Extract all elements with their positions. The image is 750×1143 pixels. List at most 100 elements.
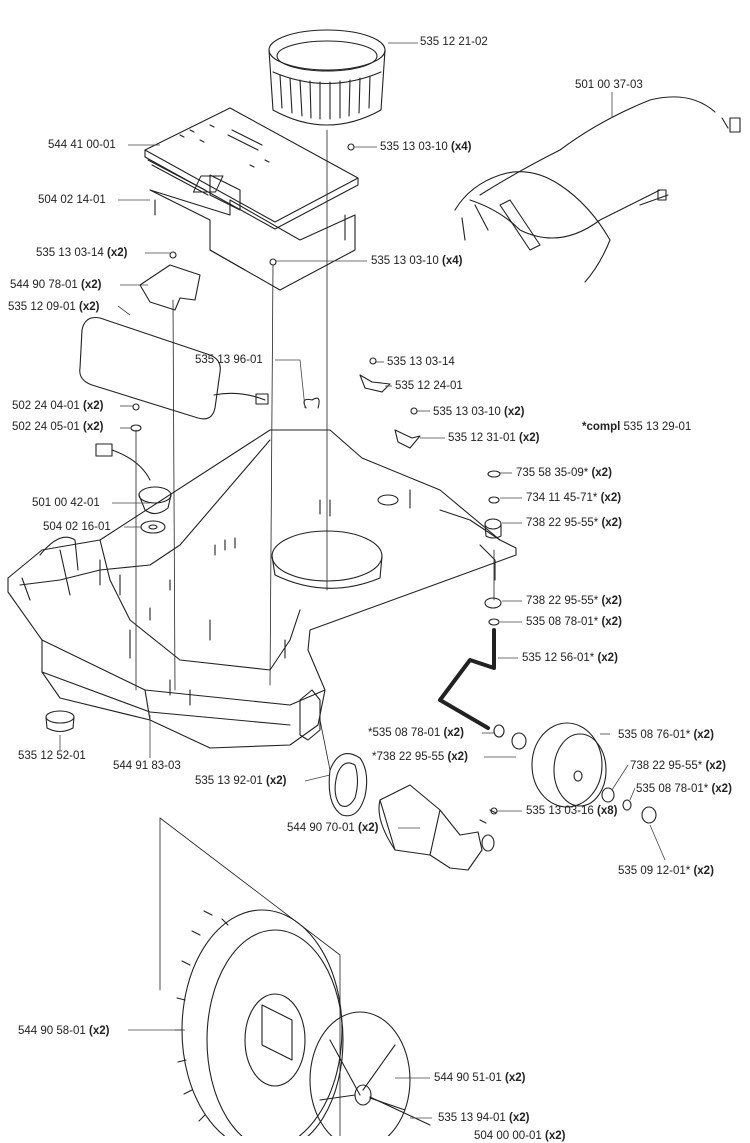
part-number: 734 11 45-71* xyxy=(526,492,598,504)
part-number: 535 12 21-02 xyxy=(420,36,488,48)
part-callout: 502 24 05-01 (x2) xyxy=(12,421,103,434)
part-callout: 535 13 03-10 (x2) xyxy=(433,406,524,419)
part-number: 738 22 95-55* xyxy=(526,595,599,607)
kit-note: *compl 535 13 29-01 xyxy=(582,421,691,434)
board-bracket-part xyxy=(149,189,356,291)
part-quantity: (x2) xyxy=(708,783,732,795)
part-quantity: (x2) xyxy=(85,1025,110,1037)
part-callout: 544 90 78-01 (x2) xyxy=(10,279,101,292)
part-quantity: (x2) xyxy=(75,301,100,313)
part-quantity: (x2) xyxy=(354,822,379,834)
front-wheel-part xyxy=(493,722,657,824)
part-callout: 735 58 35-09* (x2) xyxy=(516,467,612,480)
part-callout: 544 41 00-01 xyxy=(48,139,116,152)
part-number: 735 58 35-09* xyxy=(516,467,589,479)
part-callout: *535 08 78-01 (x2) xyxy=(368,727,464,740)
cylinder-housing-part xyxy=(268,29,386,126)
part-quantity: (x2) xyxy=(79,421,104,433)
part-callout: 535 13 03-10 (x4) xyxy=(371,255,462,268)
part-callout: 535 13 03-14 xyxy=(387,356,455,369)
part-quantity: (x2) xyxy=(598,616,622,628)
part-quantity: (x2) xyxy=(597,492,622,504)
part-callout: 501 00 37-03 xyxy=(575,79,643,92)
foot-plug-part xyxy=(45,710,75,733)
part-callout: 535 13 96-01 xyxy=(195,354,263,367)
part-callout: 544 90 51-01 (x2) xyxy=(434,1072,525,1085)
part-callout: 544 91 83-03 xyxy=(113,760,181,773)
part-number: 535 08 76-01* xyxy=(618,729,691,741)
part-quantity: (x2) xyxy=(594,652,618,664)
part-quantity: (x2) xyxy=(702,760,726,772)
motor-bracket-part xyxy=(139,264,201,311)
rear-wheel-part xyxy=(174,909,344,1136)
part-number: 535 13 03-10 xyxy=(433,406,501,418)
part-quantity: (x2) xyxy=(505,1112,530,1124)
part-number: 535 13 94-01 xyxy=(438,1112,506,1124)
screws xyxy=(130,143,498,1126)
gasket-part xyxy=(328,753,368,817)
part-callout: 535 12 21-02 xyxy=(420,36,488,49)
part-number: 535 08 78-01* xyxy=(636,783,709,795)
part-number: 535 12 09-01 xyxy=(8,301,76,313)
part-number: *535 08 78-01 xyxy=(368,727,441,739)
kit-note-prefix: *compl xyxy=(582,421,621,433)
part-quantity: (x2) xyxy=(500,406,525,418)
part-number: 535 13 03-14 xyxy=(36,247,104,259)
part-number: 502 24 04-01 xyxy=(12,400,80,412)
part-number: 504 02 14-01 xyxy=(38,194,106,206)
part-quantity: (x2) xyxy=(598,517,622,529)
part-callout: 738 22 95-55* (x2) xyxy=(526,517,622,530)
part-number: *738 22 95-55 xyxy=(372,751,445,763)
part-callout: 504 00 00-01 (x2) xyxy=(474,1130,565,1143)
part-callout: 535 13 03-10 (x4) xyxy=(380,141,471,154)
part-quantity: (x2) xyxy=(690,865,714,877)
part-callout: 535 12 52-01 xyxy=(18,750,86,763)
drive-motor-part xyxy=(378,784,497,871)
part-callout: 738 22 95-55* (x2) xyxy=(526,595,622,608)
part-number: 535 13 03-10 xyxy=(371,255,439,267)
part-callout: *738 22 95-55 (x2) xyxy=(372,751,468,764)
part-callout: 544 90 58-01 (x2) xyxy=(18,1025,109,1038)
part-callout: 734 11 45-71* (x2) xyxy=(526,492,621,505)
part-quantity: (x2) xyxy=(598,595,622,607)
part-quantity: (x2) xyxy=(77,279,102,291)
battery-pack-part xyxy=(79,316,269,420)
part-quantity: (x2) xyxy=(501,1072,526,1084)
kit-note-number: 535 13 29-01 xyxy=(620,421,692,433)
wiring-harness-part xyxy=(454,96,741,283)
part-callout: 535 13 94-01 (x2) xyxy=(438,1112,529,1125)
part-callout: 535 13 03-16 (x8) xyxy=(526,805,617,818)
chassis-part xyxy=(7,429,517,749)
part-callout: 504 02 16-01 xyxy=(43,521,111,534)
part-quantity: (x2) xyxy=(103,247,128,259)
part-number: 535 12 56-01* xyxy=(522,652,595,664)
part-quantity: (x2) xyxy=(79,400,104,412)
part-number: 544 91 83-03 xyxy=(113,760,181,772)
part-callout: 535 13 03-14 (x2) xyxy=(36,247,127,260)
part-quantity: (x2) xyxy=(541,1130,566,1142)
part-quantity: (x2) xyxy=(515,432,540,444)
part-callout: 535 08 76-01* (x2) xyxy=(618,729,714,742)
part-quantity: (x2) xyxy=(444,751,468,763)
part-quantity: (x2) xyxy=(588,467,612,479)
speaker-part xyxy=(95,443,172,534)
part-number: 544 90 58-01 xyxy=(18,1025,86,1037)
part-quantity: (x8) xyxy=(593,805,618,817)
part-callout: 535 12 24-01 xyxy=(395,380,463,393)
part-number: 535 13 92-01 xyxy=(195,775,263,787)
part-callout: 535 13 92-01 (x2) xyxy=(195,775,286,788)
assembly-guide-lines xyxy=(135,129,495,1136)
part-number: 535 13 03-10 xyxy=(380,141,448,153)
part-number: 535 09 12-01* xyxy=(618,865,691,877)
part-quantity: (x4) xyxy=(447,141,472,153)
part-callout: 535 12 56-01* (x2) xyxy=(522,652,618,665)
part-number: 501 00 42-01 xyxy=(32,497,100,509)
part-number: 544 90 51-01 xyxy=(434,1072,502,1084)
part-number: 544 90 70-01 xyxy=(287,822,355,834)
part-callout: 535 09 12-01* (x2) xyxy=(618,865,714,878)
part-number: 544 41 00-01 xyxy=(48,139,116,151)
part-number: 544 90 78-01 xyxy=(10,279,78,291)
part-number: 738 22 95-55* xyxy=(630,760,703,772)
